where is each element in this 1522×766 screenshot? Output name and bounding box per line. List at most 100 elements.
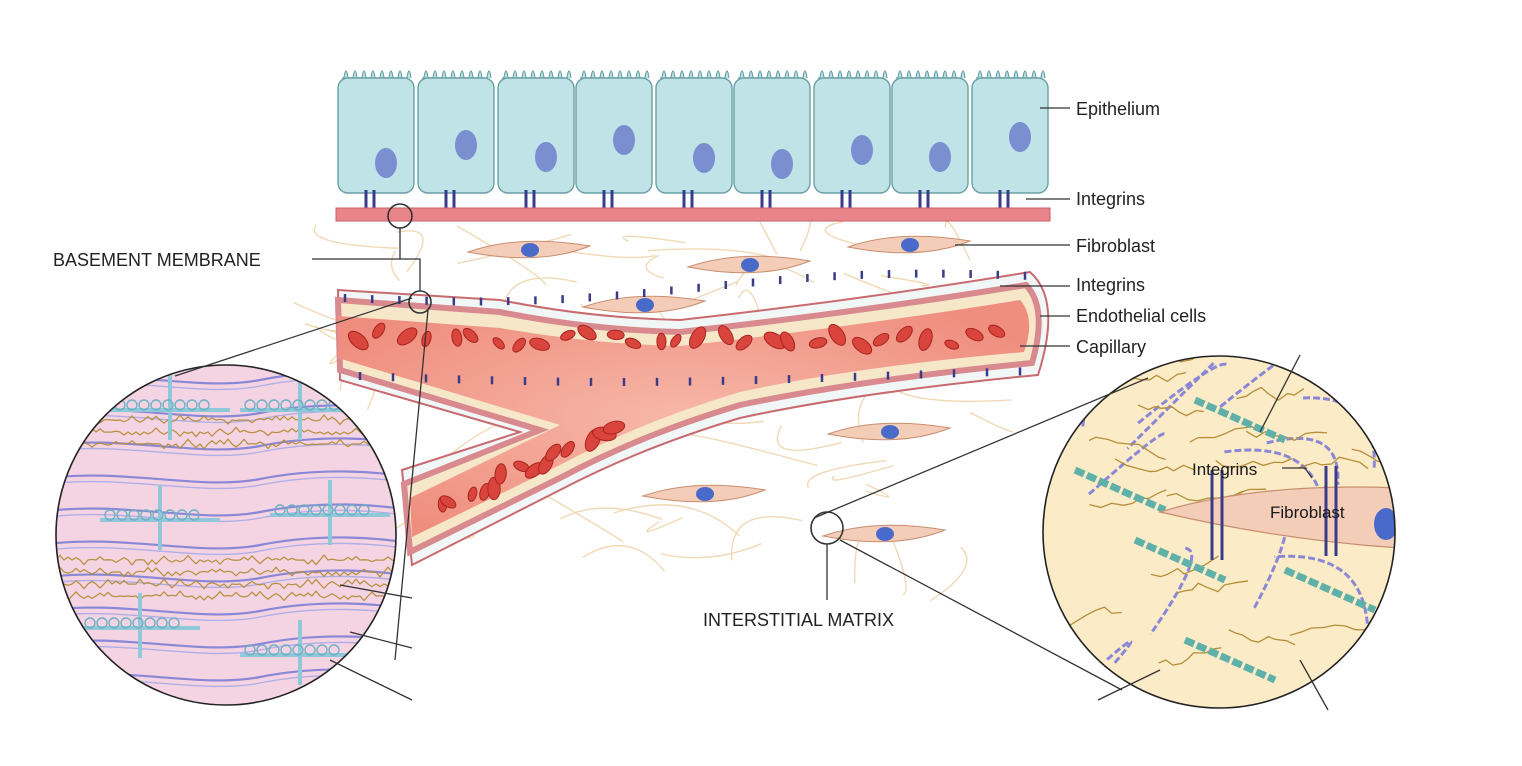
proteoglycan (1236, 386, 1305, 402)
red-blood-cell (492, 337, 505, 350)
label-capillary: Capillary (1076, 337, 1146, 357)
red-blood-cell (808, 337, 828, 349)
fibroblast-nucleus (636, 298, 654, 312)
laminin-coil (292, 644, 304, 656)
fibroblast-cell (826, 422, 952, 441)
red-blood-cell (656, 332, 667, 351)
fibronectin (1073, 466, 1167, 514)
red-blood-cell (560, 441, 575, 458)
matrix-fiber (313, 224, 399, 249)
red-blood-cell (451, 328, 463, 347)
fibroblast-nucleus (876, 527, 894, 541)
laminin-coil (304, 644, 316, 656)
matrix-fiber (831, 464, 894, 481)
label-integrins-top: Integrins (1076, 189, 1145, 209)
matrix-fiber (799, 216, 812, 252)
laminin-coil (310, 504, 322, 516)
red-blood-cell (372, 322, 386, 339)
red-blood-cell (560, 329, 576, 341)
laminin-network (240, 620, 360, 685)
proteoglycan (1367, 356, 1395, 372)
microvilli (818, 70, 888, 79)
fibronectin (1183, 636, 1277, 684)
red-blood-cell (462, 327, 479, 343)
proteoglycan (1150, 555, 1219, 578)
collagen-fiber (56, 509, 396, 523)
fibroblast-nucleus (741, 258, 759, 272)
collagen-fiber (56, 542, 396, 556)
laminin-coil (280, 399, 292, 411)
matrix-fiber (559, 507, 663, 520)
proteoglycan (1289, 623, 1372, 636)
laminin-coil (198, 399, 210, 411)
cell-body (733, 77, 811, 194)
laminin-coil (164, 509, 176, 521)
laminin-coil (116, 509, 128, 521)
microvilli (976, 70, 1046, 79)
epithelial-cell (497, 70, 575, 212)
cell-body (655, 77, 733, 194)
matrix-fiber (853, 536, 869, 584)
laminin-coil (162, 399, 174, 411)
interstitial-matrix-inset (1042, 355, 1396, 709)
nucleus (613, 125, 635, 155)
laminin-coil (268, 644, 280, 656)
proteoglycan (1137, 404, 1204, 417)
red-blood-cell (494, 463, 507, 485)
matrix-fiber (528, 485, 624, 543)
laminin-coil (138, 399, 150, 411)
proteoglycan (1176, 580, 1249, 594)
label-interstitial-matrix: INTERSTITIAL MATRIX (703, 610, 894, 630)
laminin-coil (322, 504, 334, 516)
laminin-coil (346, 504, 358, 516)
laminin-coil (108, 617, 120, 629)
matrix-fiber (890, 535, 907, 596)
proteoglycan (56, 554, 396, 566)
epithelium-layer (337, 70, 1049, 212)
laminin-coil (256, 399, 268, 411)
matrix-fiber (622, 235, 686, 244)
laminin-coil (126, 399, 138, 411)
red-blood-cell (606, 329, 625, 341)
laminin-coil (328, 644, 340, 656)
collagen-fibril (1274, 554, 1369, 624)
proteoglycan (56, 566, 396, 578)
red-blood-cell (872, 332, 890, 347)
laminin-network (80, 593, 200, 658)
matrix-fiber (582, 545, 666, 572)
basement-membrane-inset (55, 364, 397, 706)
laminin-coil (274, 504, 286, 516)
laminin-coil (316, 399, 328, 411)
capillary-vessel (334, 269, 1050, 567)
microvilli (502, 70, 572, 79)
label-endothelial-cells: Endothelial cells (1076, 306, 1206, 326)
red-blood-cell (512, 337, 526, 353)
laminin-coil (140, 509, 152, 521)
laminin-coil (256, 644, 268, 656)
epithelial-cell (655, 70, 733, 212)
collagen-fibril (1112, 686, 1148, 708)
proteoglycan (56, 426, 396, 438)
red-blood-cell (545, 443, 562, 462)
laminin-coil (168, 617, 180, 629)
laminin-coil (156, 617, 168, 629)
proteoglycan (1215, 457, 1293, 468)
laminin-network (100, 485, 220, 550)
epithelial-cell (813, 70, 891, 212)
matrix-fiber (645, 254, 665, 279)
microvilli (422, 70, 492, 79)
laminin-network (110, 375, 230, 440)
proteoglycan (1088, 436, 1166, 460)
fibronectin (1193, 396, 1287, 444)
cell-body (813, 77, 891, 194)
red-blood-cell (828, 323, 847, 346)
matrix-fiber (929, 546, 968, 602)
cell-body (417, 77, 495, 194)
laminin-coil (128, 509, 140, 521)
label-epithelium: Epithelium (1076, 99, 1160, 119)
laminin-coil (316, 644, 328, 656)
red-blood-cell (895, 325, 913, 343)
red-blood-cell (624, 337, 642, 349)
matrix-fiber (397, 230, 424, 273)
red-blood-cell (670, 334, 682, 348)
